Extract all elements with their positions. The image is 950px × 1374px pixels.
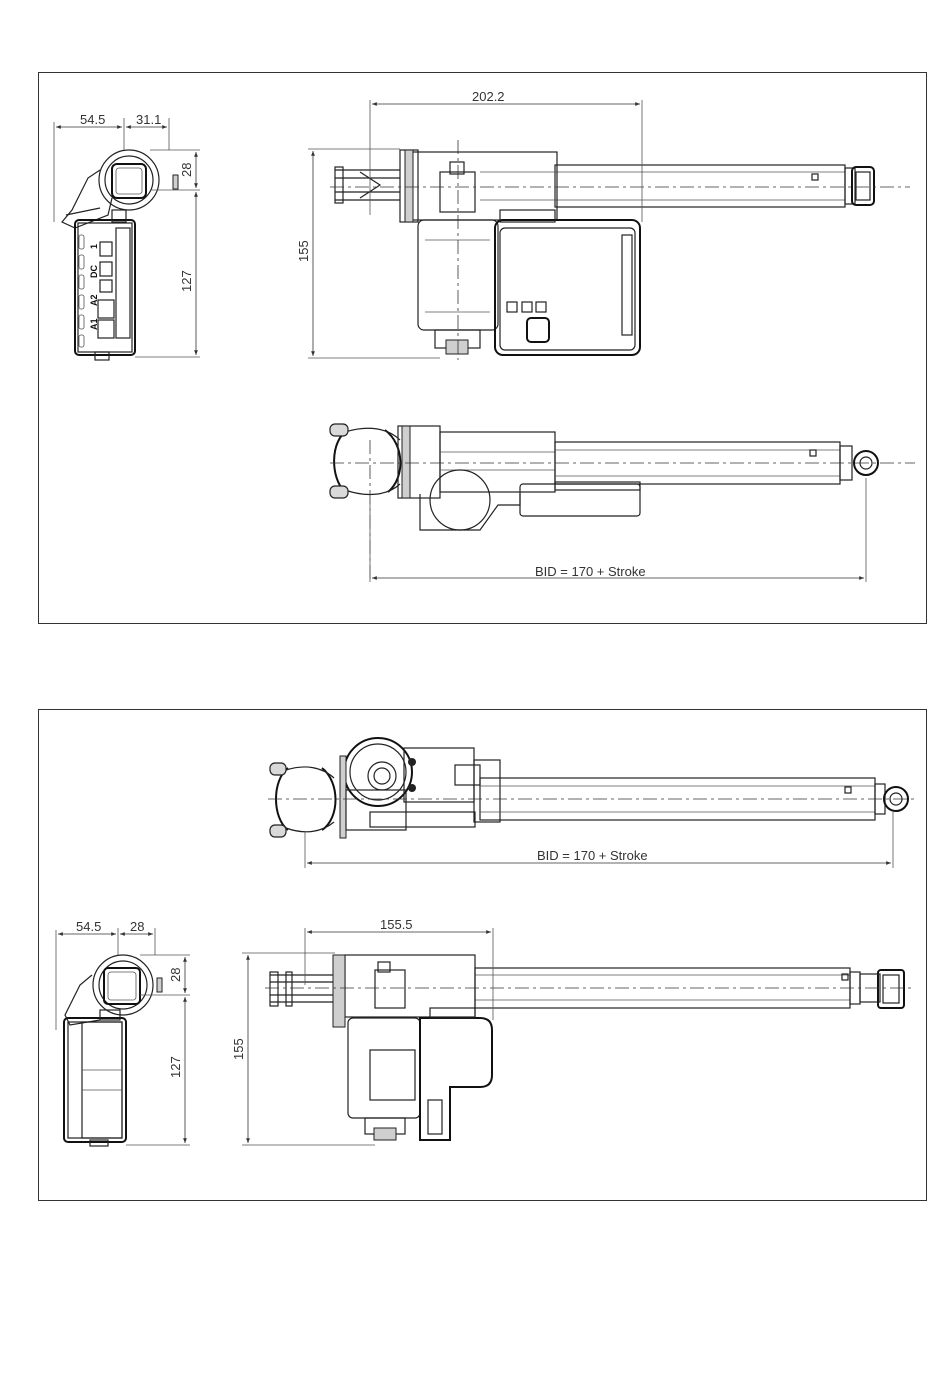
dim-side-width-b: 31.1 (136, 112, 161, 127)
dim-bottom-side-body: 127 (168, 1056, 183, 1078)
bottom-side-view: 54.5 28 28 127 (56, 919, 190, 1146)
bottom-front-view: 155.5 155 (231, 917, 915, 1145)
dim-bid-top: BID = 170 + Stroke (535, 564, 646, 579)
connector-label-dc: DC (89, 265, 99, 278)
dim-bottom-side-width-b: 28 (130, 919, 144, 934)
dim-side-width-a: 54.5 (80, 112, 105, 127)
top-side-view: 1 DC A2 A1 54.5 31.1 28 127 (54, 112, 200, 360)
dim-bid-bottom: BID = 170 + Stroke (537, 848, 648, 863)
dim-side-head: 28 (179, 163, 194, 177)
top-plan-view: BID = 170 + Stroke (330, 424, 915, 582)
dim-front-length: 202.2 (472, 89, 505, 104)
connector-label-a1: A1 (89, 318, 99, 330)
dim-front-height: 155 (296, 240, 311, 262)
dim-bottom-front-height: 155 (231, 1038, 246, 1060)
connector-label-1: 1 (89, 244, 99, 249)
bottom-plan-view: BID = 170 + Stroke (268, 738, 915, 868)
dim-bottom-side-head: 28 (168, 968, 183, 982)
connector-label-a2: A2 (89, 294, 99, 306)
dim-side-body: 127 (179, 270, 194, 292)
top-front-view: 202.2 155 (296, 89, 910, 360)
dim-bottom-side-width-a: 54.5 (76, 919, 101, 934)
dim-bottom-front-length: 155.5 (380, 917, 413, 932)
